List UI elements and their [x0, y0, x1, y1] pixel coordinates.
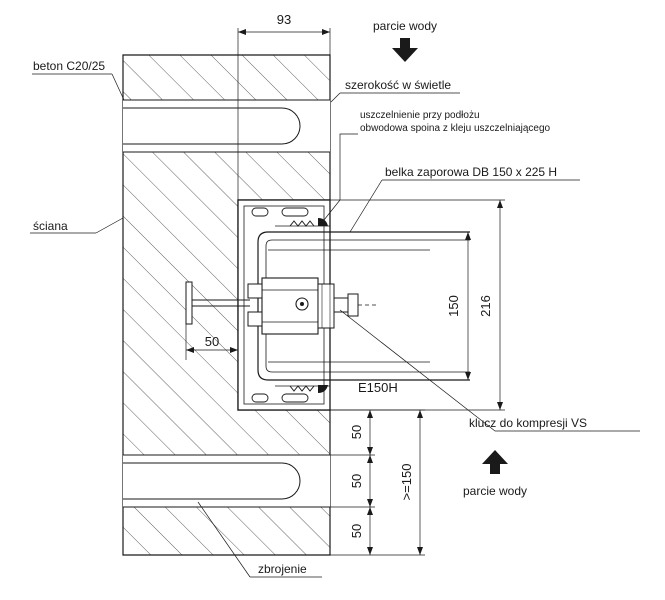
dimension-spacing-2: 50: [349, 474, 364, 488]
dimension-anchor-depth-value: 50: [205, 334, 219, 349]
label-concrete: beton C20/25: [33, 59, 105, 73]
dimension-spacing-3: 50: [349, 524, 364, 538]
dimension-inner-height: [465, 232, 471, 380]
barrier-beam: [237, 199, 470, 411]
reinforcement-band-lower: [123, 454, 330, 508]
label-reinforcement: zbrojenie: [258, 562, 307, 576]
dimension-inner-height-value: 150: [446, 295, 461, 317]
label-beam: belka zaporowa DB 150 x 225 H: [385, 165, 557, 179]
label-compression-key: klucz do kompresji VS: [469, 416, 587, 430]
reinforcement-band-upper: [123, 99, 330, 153]
label-seal-line1: uszczelnienie przy podłożu: [360, 110, 480, 121]
label-seal-line2: obwodowa spoina z kleju uszczelniającego: [360, 123, 551, 134]
label-water-pressure-top: parcie wody: [373, 19, 437, 33]
label-wall: ściana: [33, 219, 68, 233]
dimension-spacing-1: 50: [349, 425, 364, 439]
dimension-outer-height-value: 216: [478, 295, 493, 317]
dimension-total-spacing: >=150: [399, 464, 414, 501]
label-fire-class: E150H: [358, 380, 398, 395]
dimension-top-width: [237, 28, 331, 200]
compression-key: [247, 277, 376, 335]
leader-lines: [30, 73, 640, 578]
label-water-pressure-bottom: parcie wody: [463, 484, 527, 498]
arrow-down-icon: [392, 38, 418, 62]
dimension-anchor-depth: [185, 324, 238, 360]
dimension-top-width-value: 93: [277, 12, 291, 27]
anchor-bolt: [185, 281, 250, 325]
label-clear-width: szerokość w świetle: [345, 78, 451, 92]
dimension-bottom-spacing: [330, 409, 425, 556]
arrow-up-icon: [482, 450, 508, 474]
